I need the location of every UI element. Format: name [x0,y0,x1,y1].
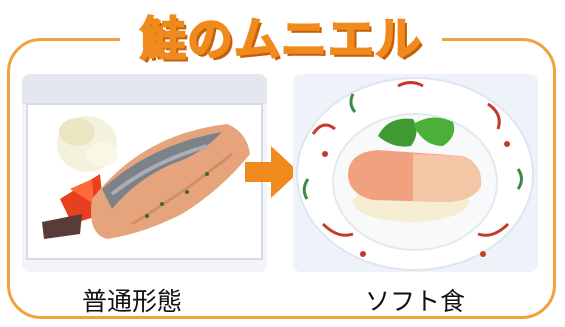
title-container: 鮭のムニエル [120,4,442,68]
soft-dish-illustration [293,74,538,272]
dish-title: 鮭のムニエル [139,11,422,67]
regular-dish-illustration [22,74,267,272]
arrow-right-icon [245,146,299,198]
regular-form-photo [22,74,267,272]
soft-food-photo [293,74,538,272]
regular-form-caption: 普通形態 [82,287,183,316]
soft-food-caption: ソフト食 [365,287,466,316]
